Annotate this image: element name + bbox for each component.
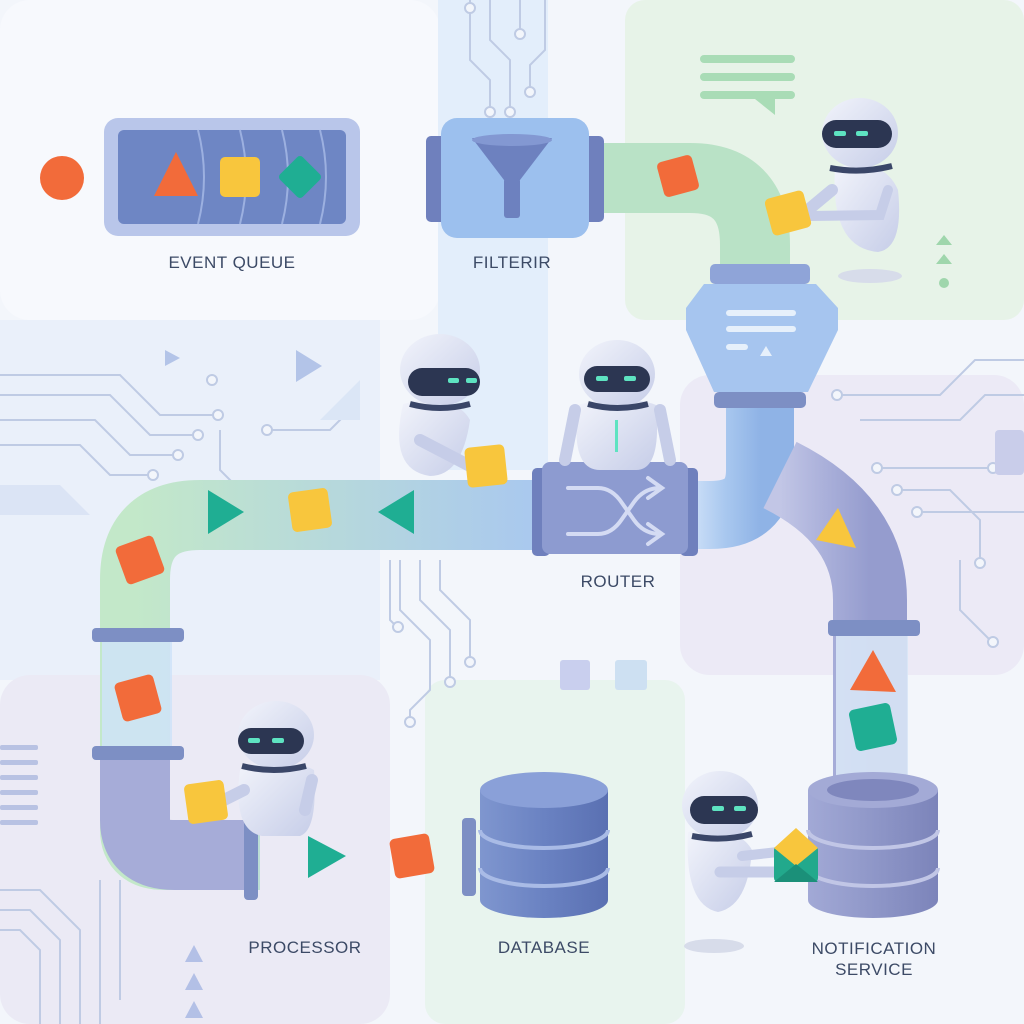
packet-teal-arrow-left	[378, 490, 414, 534]
packet-pipe-orange	[657, 155, 699, 197]
packet-teal-bottom	[308, 836, 346, 878]
label-database: DATABASE	[497, 938, 591, 957]
pipe-filter-router	[690, 395, 794, 549]
label-notification-service: NOTIFICATION SERVICE	[774, 938, 974, 980]
robot-held-packet	[464, 444, 508, 488]
event-queue	[104, 118, 360, 236]
pipe-packets	[114, 488, 897, 879]
robot-middle-left	[399, 334, 508, 488]
funnel-icon	[472, 134, 552, 218]
pipe-couplings	[92, 620, 920, 900]
robot-held-packet	[184, 780, 228, 824]
packet-yellow-triangle	[816, 508, 856, 548]
hopper-unit	[686, 264, 838, 408]
router-unit	[532, 462, 698, 556]
filter-unit	[426, 118, 604, 238]
packet-circle	[40, 156, 84, 200]
robot-notification	[682, 771, 818, 953]
robot-router	[559, 340, 676, 470]
label-router: ROUTER	[580, 572, 656, 591]
pipe-router-notification	[762, 441, 907, 790]
robot-top-right	[764, 98, 902, 283]
decorative-arrows	[0, 235, 1024, 1018]
robot-processor	[184, 701, 318, 836]
label-processor: PROCESSOR	[248, 938, 362, 957]
label-filter: FILTERIR	[472, 253, 552, 272]
robot-held-packet	[764, 190, 812, 236]
label-event-queue: EVENT QUEUE	[168, 253, 296, 272]
packet-triangle	[154, 152, 198, 196]
shuffle-icon	[566, 476, 666, 546]
packet-orange-triangle	[850, 650, 896, 692]
side-lines-icon	[0, 745, 38, 825]
chat-bubble-icon	[700, 55, 795, 115]
label-notification-line1: NOTIFICATION	[811, 939, 937, 958]
database-cylinder	[478, 772, 610, 918]
packet-teal-tube	[849, 703, 897, 751]
packet-orange-tube	[114, 674, 162, 722]
packet-orange-left	[115, 535, 165, 585]
packet-diamond	[279, 156, 321, 198]
label-notification-line2: SERVICE	[835, 960, 913, 979]
notification-cylinder	[806, 772, 940, 918]
packet-orange-bottom	[389, 833, 435, 879]
packet-yellow	[288, 488, 332, 532]
packet-square	[220, 157, 260, 197]
envelope-icon	[774, 828, 818, 882]
pipe-processor-bend	[100, 760, 250, 890]
packet-teal-arrow	[208, 490, 244, 534]
